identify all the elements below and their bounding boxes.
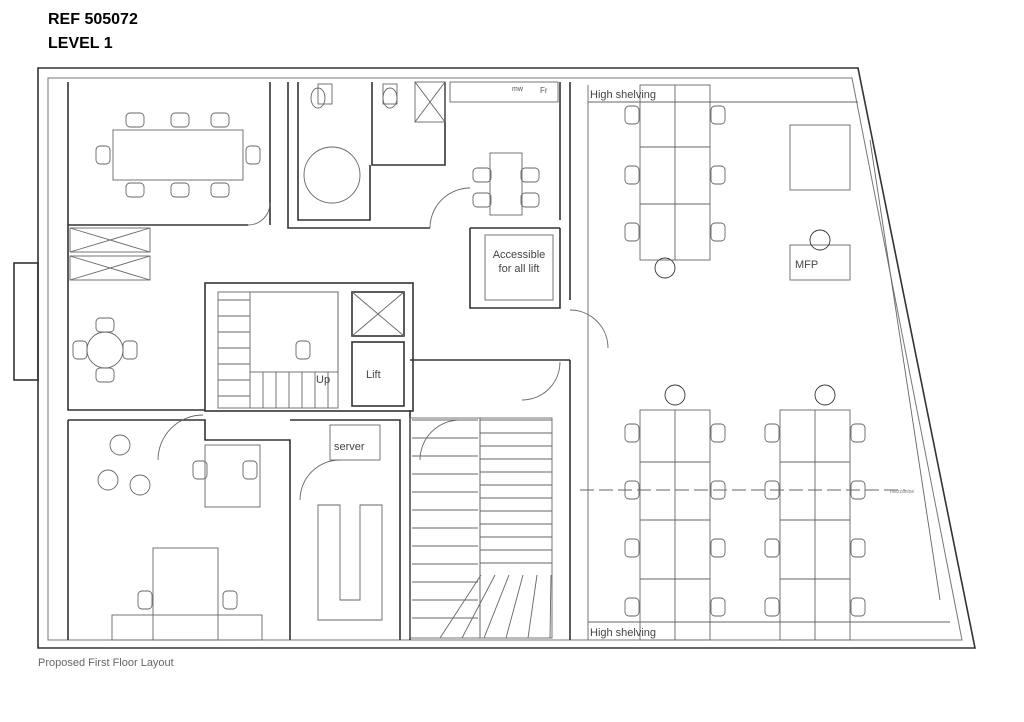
chair: [710, 480, 726, 500]
chair: [710, 165, 726, 185]
plant: [809, 229, 831, 251]
armchair: [129, 474, 151, 496]
plan-caption: Proposed First Floor Layout: [38, 657, 174, 669]
plant: [664, 384, 686, 406]
chair: [850, 597, 866, 617]
lift-access-label: Accessible: [493, 249, 546, 261]
chair: [764, 480, 780, 500]
chair: [624, 222, 640, 242]
mezzanine-label: mezzanine: [890, 489, 914, 495]
chair: [125, 182, 145, 198]
chair: [95, 367, 115, 383]
chair: [624, 105, 640, 125]
desk-clusters: [639, 84, 851, 641]
plan-title: REF 505072 LEVEL 1: [48, 8, 138, 56]
chair: [624, 423, 640, 443]
chair: [137, 590, 153, 610]
chair: [295, 340, 311, 360]
stairs-up-label: Up: [316, 374, 330, 386]
level-label: LEVEL 1: [48, 35, 113, 52]
chair: [764, 538, 780, 558]
winder: [461, 574, 496, 639]
chair: [210, 112, 230, 128]
chair: [710, 597, 726, 617]
armchair: [97, 469, 119, 491]
chair: [122, 340, 138, 360]
chair: [520, 167, 540, 183]
interior-walls: [67, 81, 609, 640]
plant: [654, 257, 676, 279]
furniture: [72, 85, 950, 641]
chair: [95, 317, 115, 333]
chair: [242, 460, 258, 480]
chair: [710, 105, 726, 125]
lift-access-label-2: for all lift: [499, 263, 540, 275]
chair: [850, 538, 866, 558]
plant: [814, 384, 836, 406]
winder: [527, 574, 538, 639]
chair: [710, 222, 726, 242]
chair: [125, 112, 145, 128]
chair: [245, 145, 261, 165]
staircases: [218, 299, 553, 639]
winder: [483, 574, 510, 639]
chair: [624, 480, 640, 500]
outer-walls: [13, 67, 976, 649]
lift-label: Lift: [366, 369, 381, 381]
chair: [72, 340, 88, 360]
fridge-label: Fr: [540, 86, 548, 95]
winder: [505, 574, 524, 639]
winder: [549, 574, 552, 639]
chair: [95, 145, 111, 165]
winder: [439, 574, 482, 639]
chair: [850, 423, 866, 443]
chair: [170, 182, 190, 198]
chair: [170, 112, 190, 128]
chair: [710, 423, 726, 443]
chair: [624, 165, 640, 185]
chair: [192, 460, 208, 480]
armchair: [109, 434, 131, 456]
server-label: server: [334, 441, 365, 453]
chair: [710, 538, 726, 558]
chair: [472, 167, 492, 183]
chair: [850, 480, 866, 500]
high-shelving-label-bottom: High shelving: [590, 627, 656, 639]
chair: [624, 597, 640, 617]
chair: [222, 590, 238, 610]
high-shelving-label-top: High shelving: [590, 89, 656, 101]
room-labels: High shelving High shelving Accessible f…: [316, 86, 914, 639]
chair: [472, 192, 492, 208]
mfp-label: MFP: [795, 259, 818, 271]
chair: [520, 192, 540, 208]
chair: [764, 423, 780, 443]
chair: [210, 182, 230, 198]
ref-number: REF 505072: [48, 11, 138, 28]
chair: [624, 538, 640, 558]
chair: [764, 597, 780, 617]
stair-flight: [479, 417, 553, 639]
microwave-label: mw: [512, 86, 524, 93]
